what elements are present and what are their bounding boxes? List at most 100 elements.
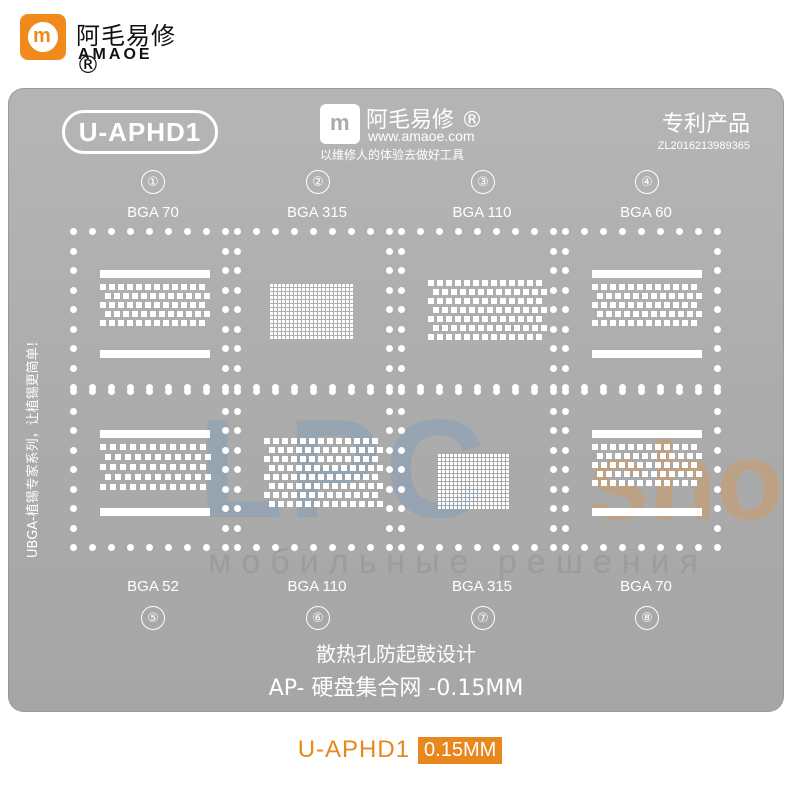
heat-hole (348, 544, 355, 551)
heat-hole (550, 466, 557, 473)
solder-ball (358, 447, 365, 453)
solder-ball (322, 308, 325, 311)
solder-ball (113, 311, 120, 317)
solder-ball (504, 307, 511, 313)
solder-ball (150, 484, 156, 490)
heat-hole (291, 388, 298, 395)
cell-label: BGA 60 (620, 204, 672, 221)
solder-ball (446, 498, 449, 501)
solder-ball (478, 470, 481, 473)
logo-name-cn: 阿毛易修 ® (366, 108, 483, 133)
solder-ball (160, 464, 166, 470)
solder-ball (100, 302, 106, 308)
solder-ball (120, 444, 126, 450)
heat-hole (550, 505, 557, 512)
heat-hole (184, 228, 191, 235)
solder-ball (135, 474, 141, 480)
heat-hole (234, 407, 241, 415)
solder-ball (100, 320, 106, 326)
solder-ball (294, 328, 297, 331)
solder-ball (446, 466, 449, 469)
solder-ball (314, 308, 317, 311)
solder-ball (338, 328, 341, 331)
solder-ball (646, 320, 652, 326)
heat-hole (512, 228, 519, 235)
solder-ball (470, 478, 473, 481)
heat-hole (127, 544, 134, 551)
heat-hole (291, 384, 298, 391)
solder-ball (486, 470, 489, 473)
heat-hole (386, 384, 393, 391)
solder-ball (441, 289, 448, 295)
solder-ball (363, 456, 369, 462)
heat-hole (619, 544, 626, 551)
solder-ball (628, 320, 634, 326)
solder-ball (326, 304, 329, 307)
solder-ball (282, 288, 285, 291)
solder-ball (330, 324, 333, 327)
solder-ball (175, 454, 181, 460)
solder-ball (194, 311, 201, 317)
solder-ball (482, 280, 488, 286)
solder-ball (200, 464, 206, 470)
solder-ball (302, 284, 305, 287)
solder-ball (513, 325, 520, 331)
solder-ball (596, 293, 603, 299)
solder-ball (318, 320, 321, 323)
solder-ball (310, 312, 313, 315)
solder-ball (278, 284, 281, 287)
solder-ball (330, 312, 333, 315)
heat-hole (695, 384, 702, 391)
solder-ball (470, 458, 473, 461)
solder-ball (264, 474, 270, 480)
solder-ball (446, 462, 449, 465)
solder-ball (350, 320, 353, 323)
solder-ball (536, 298, 542, 304)
solder-ball (314, 288, 317, 291)
solder-ball (282, 320, 285, 323)
solder-ball (619, 284, 625, 290)
solder-ball (498, 478, 501, 481)
heat-hole (550, 247, 557, 255)
thickness-badge: 0.15MM (418, 736, 503, 764)
solder-ball (470, 470, 473, 473)
solder-ball (338, 312, 341, 315)
solder-ball (498, 454, 501, 457)
solder-ball (498, 458, 501, 461)
solder-ball (495, 307, 502, 313)
solder-ball (286, 336, 289, 339)
solder-ball (264, 492, 270, 498)
solder-ball (298, 288, 301, 291)
heat-hole (70, 364, 77, 372)
solder-ball (350, 316, 353, 319)
solder-ball (185, 293, 192, 299)
solder-ball (540, 325, 547, 331)
solder-ball (100, 464, 106, 470)
solder-ball (450, 462, 453, 465)
heat-hole (398, 345, 405, 352)
solder-ball (458, 474, 461, 477)
solder-ball (494, 494, 497, 497)
solder-ball (290, 292, 293, 295)
solder-ball (458, 506, 461, 509)
solder-ball (513, 307, 520, 313)
solder-ball (290, 300, 293, 303)
solder-ball (318, 300, 321, 303)
heat-hole (398, 485, 405, 493)
solder-ball (314, 292, 317, 295)
solder-ball (270, 296, 273, 299)
solder-ball (486, 466, 489, 469)
solder-ball (482, 506, 485, 509)
heat-hole (234, 286, 241, 294)
solder-ball (350, 304, 353, 307)
solder-ball (482, 470, 485, 473)
solder-ball (130, 444, 136, 450)
solder-ball (466, 506, 469, 509)
solder-ball (326, 296, 329, 299)
solder-ball (327, 456, 333, 462)
solder-ball (482, 490, 485, 493)
solder-ball (536, 316, 542, 322)
solder-ball (522, 307, 529, 313)
heat-hole (234, 247, 241, 255)
solder-ball (140, 311, 147, 317)
